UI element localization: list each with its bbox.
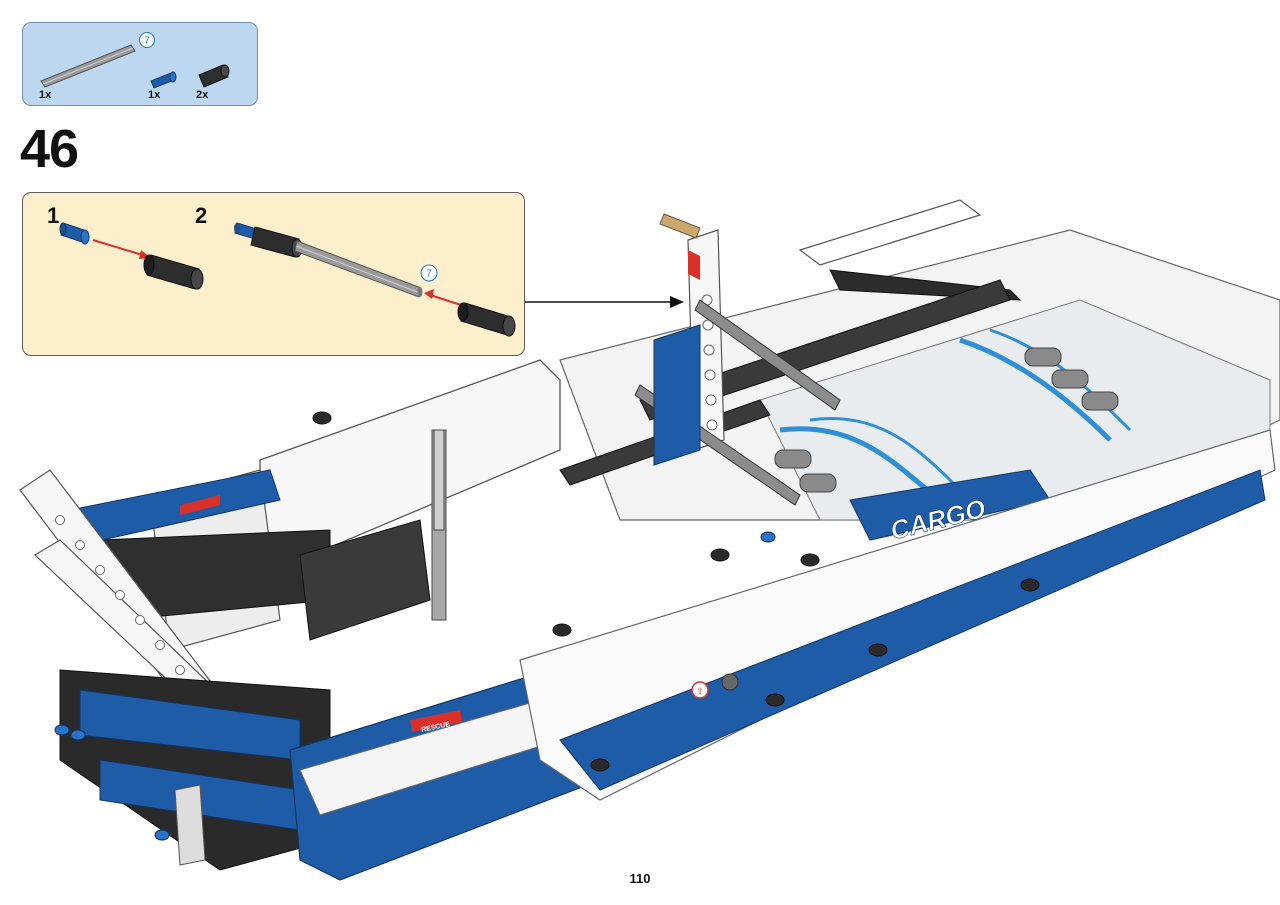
- lower-chassis: [59, 669, 331, 871]
- callout-pointer-arrow: [525, 296, 684, 308]
- substep-label-2: 2: [195, 203, 208, 228]
- black-pins: [312, 411, 1040, 772]
- parts-pin-quantity: 1x: [148, 89, 161, 101]
- substep-1-arrow-icon: [92, 239, 151, 259]
- substep-2-connector-icon: [250, 226, 303, 258]
- length-badge-icon: 7: [139, 32, 155, 48]
- dark-cross-beam: [559, 279, 1011, 486]
- cargo-decal-text: CARGO: [887, 493, 988, 546]
- diagonal-front-liftarm: [19, 469, 321, 806]
- parts-axle-length: 7: [144, 36, 150, 47]
- shock-absorber: [431, 429, 447, 621]
- inserted-axle: [634, 299, 841, 506]
- vertical-liftarm: [687, 229, 725, 451]
- cargo-decal: CARGO: [887, 493, 989, 546]
- length-badge-icon: 7: [420, 264, 438, 282]
- substep-2-axle-icon: [294, 240, 423, 298]
- left-blue-side-panel: [69, 469, 281, 546]
- rescue-decal-text: RESCUE: [421, 721, 451, 734]
- cargo-deck: [559, 229, 1280, 521]
- front-cab-panel: RESCUE: [289, 669, 601, 881]
- parts-list-callout: 7 1x 1x 2x: [22, 22, 258, 106]
- front-frame: [99, 359, 561, 651]
- tan-pin-icon: [659, 213, 701, 239]
- blue-pins: [54, 531, 776, 841]
- axle-part-icon: [40, 44, 136, 88]
- subassembly-illustration: 7: [59, 222, 516, 337]
- blue-panels: [653, 324, 1051, 541]
- fuselage-body: ⇧: [519, 429, 1276, 801]
- connector-part-icon: [198, 64, 230, 88]
- substep-1-connector-icon: [143, 254, 204, 290]
- substep-axle-length: 7: [426, 269, 432, 280]
- parts-axle-quantity: 1x: [39, 89, 52, 101]
- substep-2-end-connector-icon: [457, 302, 516, 337]
- subassembly-callout: 1 2: [22, 192, 525, 356]
- substep-label-1: 1: [47, 203, 60, 228]
- substep-2-arrow-icon: [424, 289, 462, 306]
- parts-connector-quantity: 2x: [196, 89, 209, 101]
- axle-pin-part-icon: [150, 71, 177, 89]
- parts-list-illustration: 7: [40, 32, 230, 89]
- substep-1-pin-icon: [59, 222, 90, 245]
- page-number: 110: [629, 871, 651, 886]
- top-rail-beam: [798, 199, 1022, 301]
- step-number: 46: [20, 119, 79, 179]
- arrow-marker-decal: ⇧: [696, 687, 704, 697]
